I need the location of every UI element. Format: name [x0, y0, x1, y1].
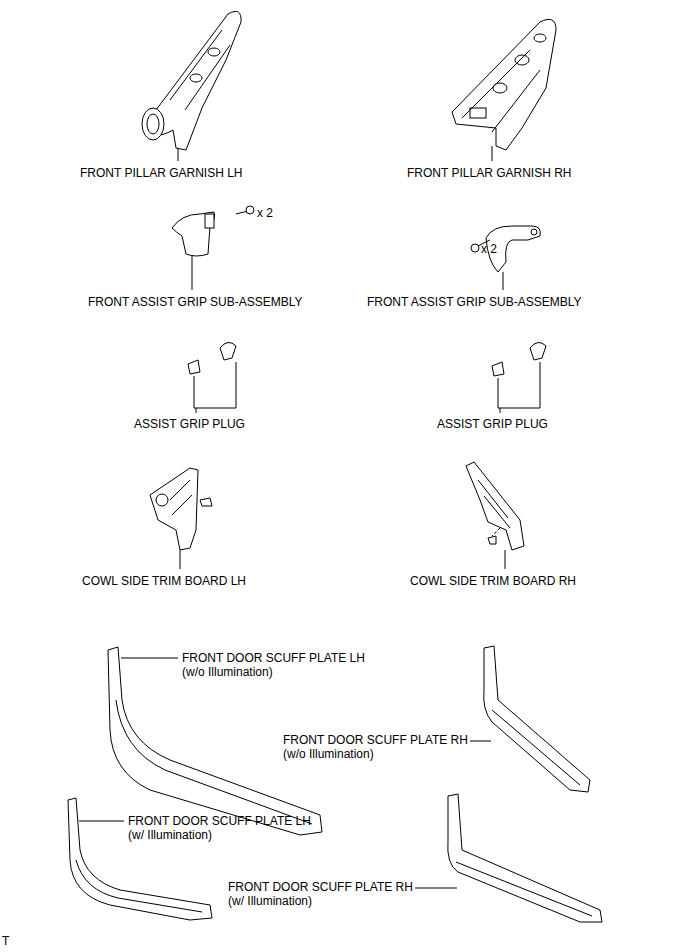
part-name: FRONT PILLAR GARNISH RH	[407, 166, 571, 180]
part-name: FRONT ASSIST GRIP SUB-ASSEMBLY	[88, 295, 303, 309]
part-name: FRONT ASSIST GRIP SUB-ASSEMBLY	[367, 295, 582, 309]
quantity-label: x 2	[481, 242, 497, 256]
part-name: FRONT PILLAR GARNISH LH	[80, 166, 242, 180]
part-name: COWL SIDE TRIM BOARD LH	[82, 574, 246, 588]
part-name: FRONT DOOR SCUFF PLATE RH (w/o Illuminat…	[283, 733, 483, 761]
part-name: ASSIST GRIP PLUG	[134, 417, 245, 431]
quantity-label: x 2	[257, 206, 273, 220]
part-name: FRONT DOOR SCUFF PLATE LH (w/ Illuminati…	[128, 814, 328, 842]
part-name: FRONT DOOR SCUFF PLATE RH (w/ Illuminati…	[228, 880, 428, 908]
figure-code: T	[2, 934, 9, 948]
part-name: ASSIST GRIP PLUG	[437, 417, 548, 431]
part-name: COWL SIDE TRIM BOARD RH	[410, 574, 576, 588]
part-name: FRONT DOOR SCUFF PLATE LH (w/o Illuminat…	[182, 651, 382, 679]
